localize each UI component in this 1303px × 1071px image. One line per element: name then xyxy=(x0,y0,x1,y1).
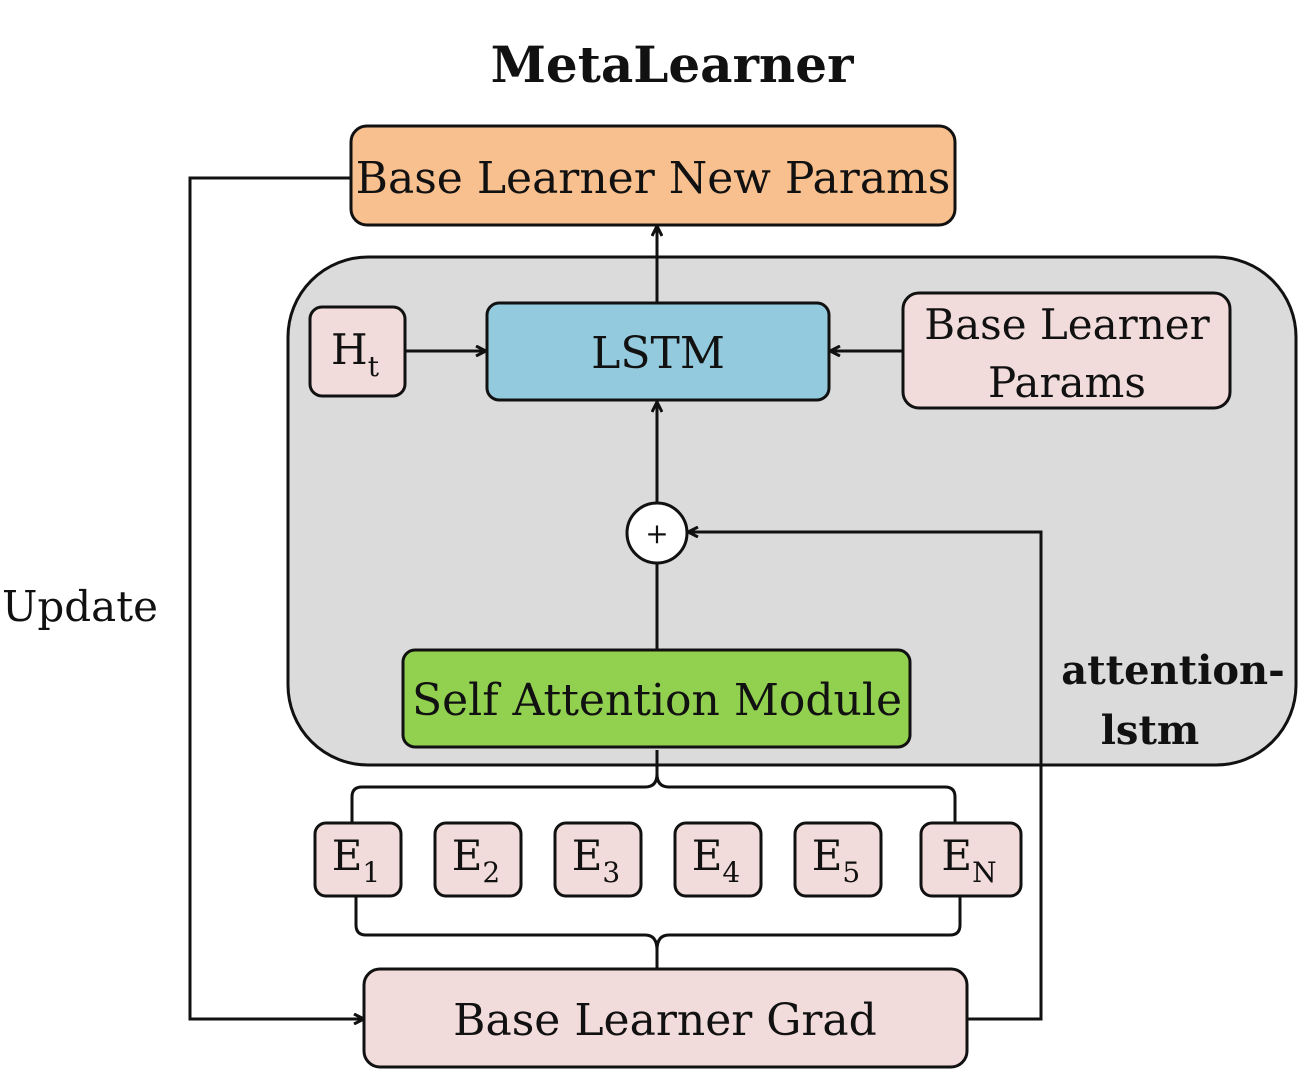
expert-5: E5 xyxy=(793,821,883,898)
expert-subscript: 1 xyxy=(362,856,380,889)
expert-box xyxy=(313,821,403,898)
expert-label: E1 xyxy=(332,831,381,889)
expert-subscript: N xyxy=(972,856,997,889)
grad-box xyxy=(362,967,969,1069)
sum-node xyxy=(625,501,689,565)
expert-label: E5 xyxy=(812,831,861,889)
expert-3: E3 xyxy=(553,821,643,898)
expert-2: E2 xyxy=(433,821,523,898)
container-label-line2: lstm xyxy=(1101,707,1200,754)
params-label-line2: Params xyxy=(988,358,1146,407)
attention-box xyxy=(401,648,912,749)
attention-label: Self Attention Module xyxy=(412,675,902,726)
expert-box xyxy=(433,821,523,898)
expert-subscript: 2 xyxy=(482,856,500,889)
sum-symbol: + xyxy=(645,517,668,550)
expert-box xyxy=(793,821,883,898)
expert-letter: E xyxy=(812,831,843,880)
hidden-state-label: Ht xyxy=(331,325,380,383)
new-params-label: Base Learner New Params xyxy=(356,153,951,204)
expert-1: E1 xyxy=(313,821,403,898)
expert-box xyxy=(673,821,763,898)
lstm-label: LSTM xyxy=(591,328,725,379)
update-label: Update xyxy=(2,582,158,631)
params-box xyxy=(901,291,1232,410)
expert-label: EN xyxy=(941,831,996,889)
arrow-update-loop xyxy=(188,176,364,1019)
expert-subscript: 4 xyxy=(722,856,740,889)
container-label-line1: attention- xyxy=(1061,647,1284,694)
expert-letter: E xyxy=(332,831,363,880)
expert-subscript: 5 xyxy=(842,856,860,889)
grad-label: Base Learner Grad xyxy=(453,995,877,1046)
lstm-box xyxy=(485,301,831,402)
expert-letter: E xyxy=(692,831,723,880)
expert-letter: E xyxy=(452,831,483,880)
expert-box xyxy=(919,821,1023,898)
expert-subscript: 3 xyxy=(602,856,620,889)
expert-label: E3 xyxy=(572,831,621,889)
new-params-box xyxy=(349,124,957,227)
lower-brace xyxy=(354,897,962,968)
expert-letter: E xyxy=(941,831,972,880)
expert-4: E4 xyxy=(673,821,763,898)
params-label-line1: Base Learner xyxy=(924,300,1210,349)
hidden-state-box xyxy=(308,305,407,398)
expert-label: E2 xyxy=(452,831,501,889)
diagram-title: MetaLearner xyxy=(491,35,855,94)
connectors xyxy=(188,176,1043,1021)
hidden-state-subscript: t xyxy=(368,350,380,383)
hidden-state-letter: H xyxy=(331,325,368,374)
expert-label: E4 xyxy=(692,831,741,889)
expert-letter: E xyxy=(572,831,603,880)
upper-brace xyxy=(350,750,957,822)
expert-6: EN xyxy=(919,821,1023,898)
expert-box xyxy=(553,821,643,898)
arrow-grad-residual-to-sum xyxy=(688,532,1043,1021)
